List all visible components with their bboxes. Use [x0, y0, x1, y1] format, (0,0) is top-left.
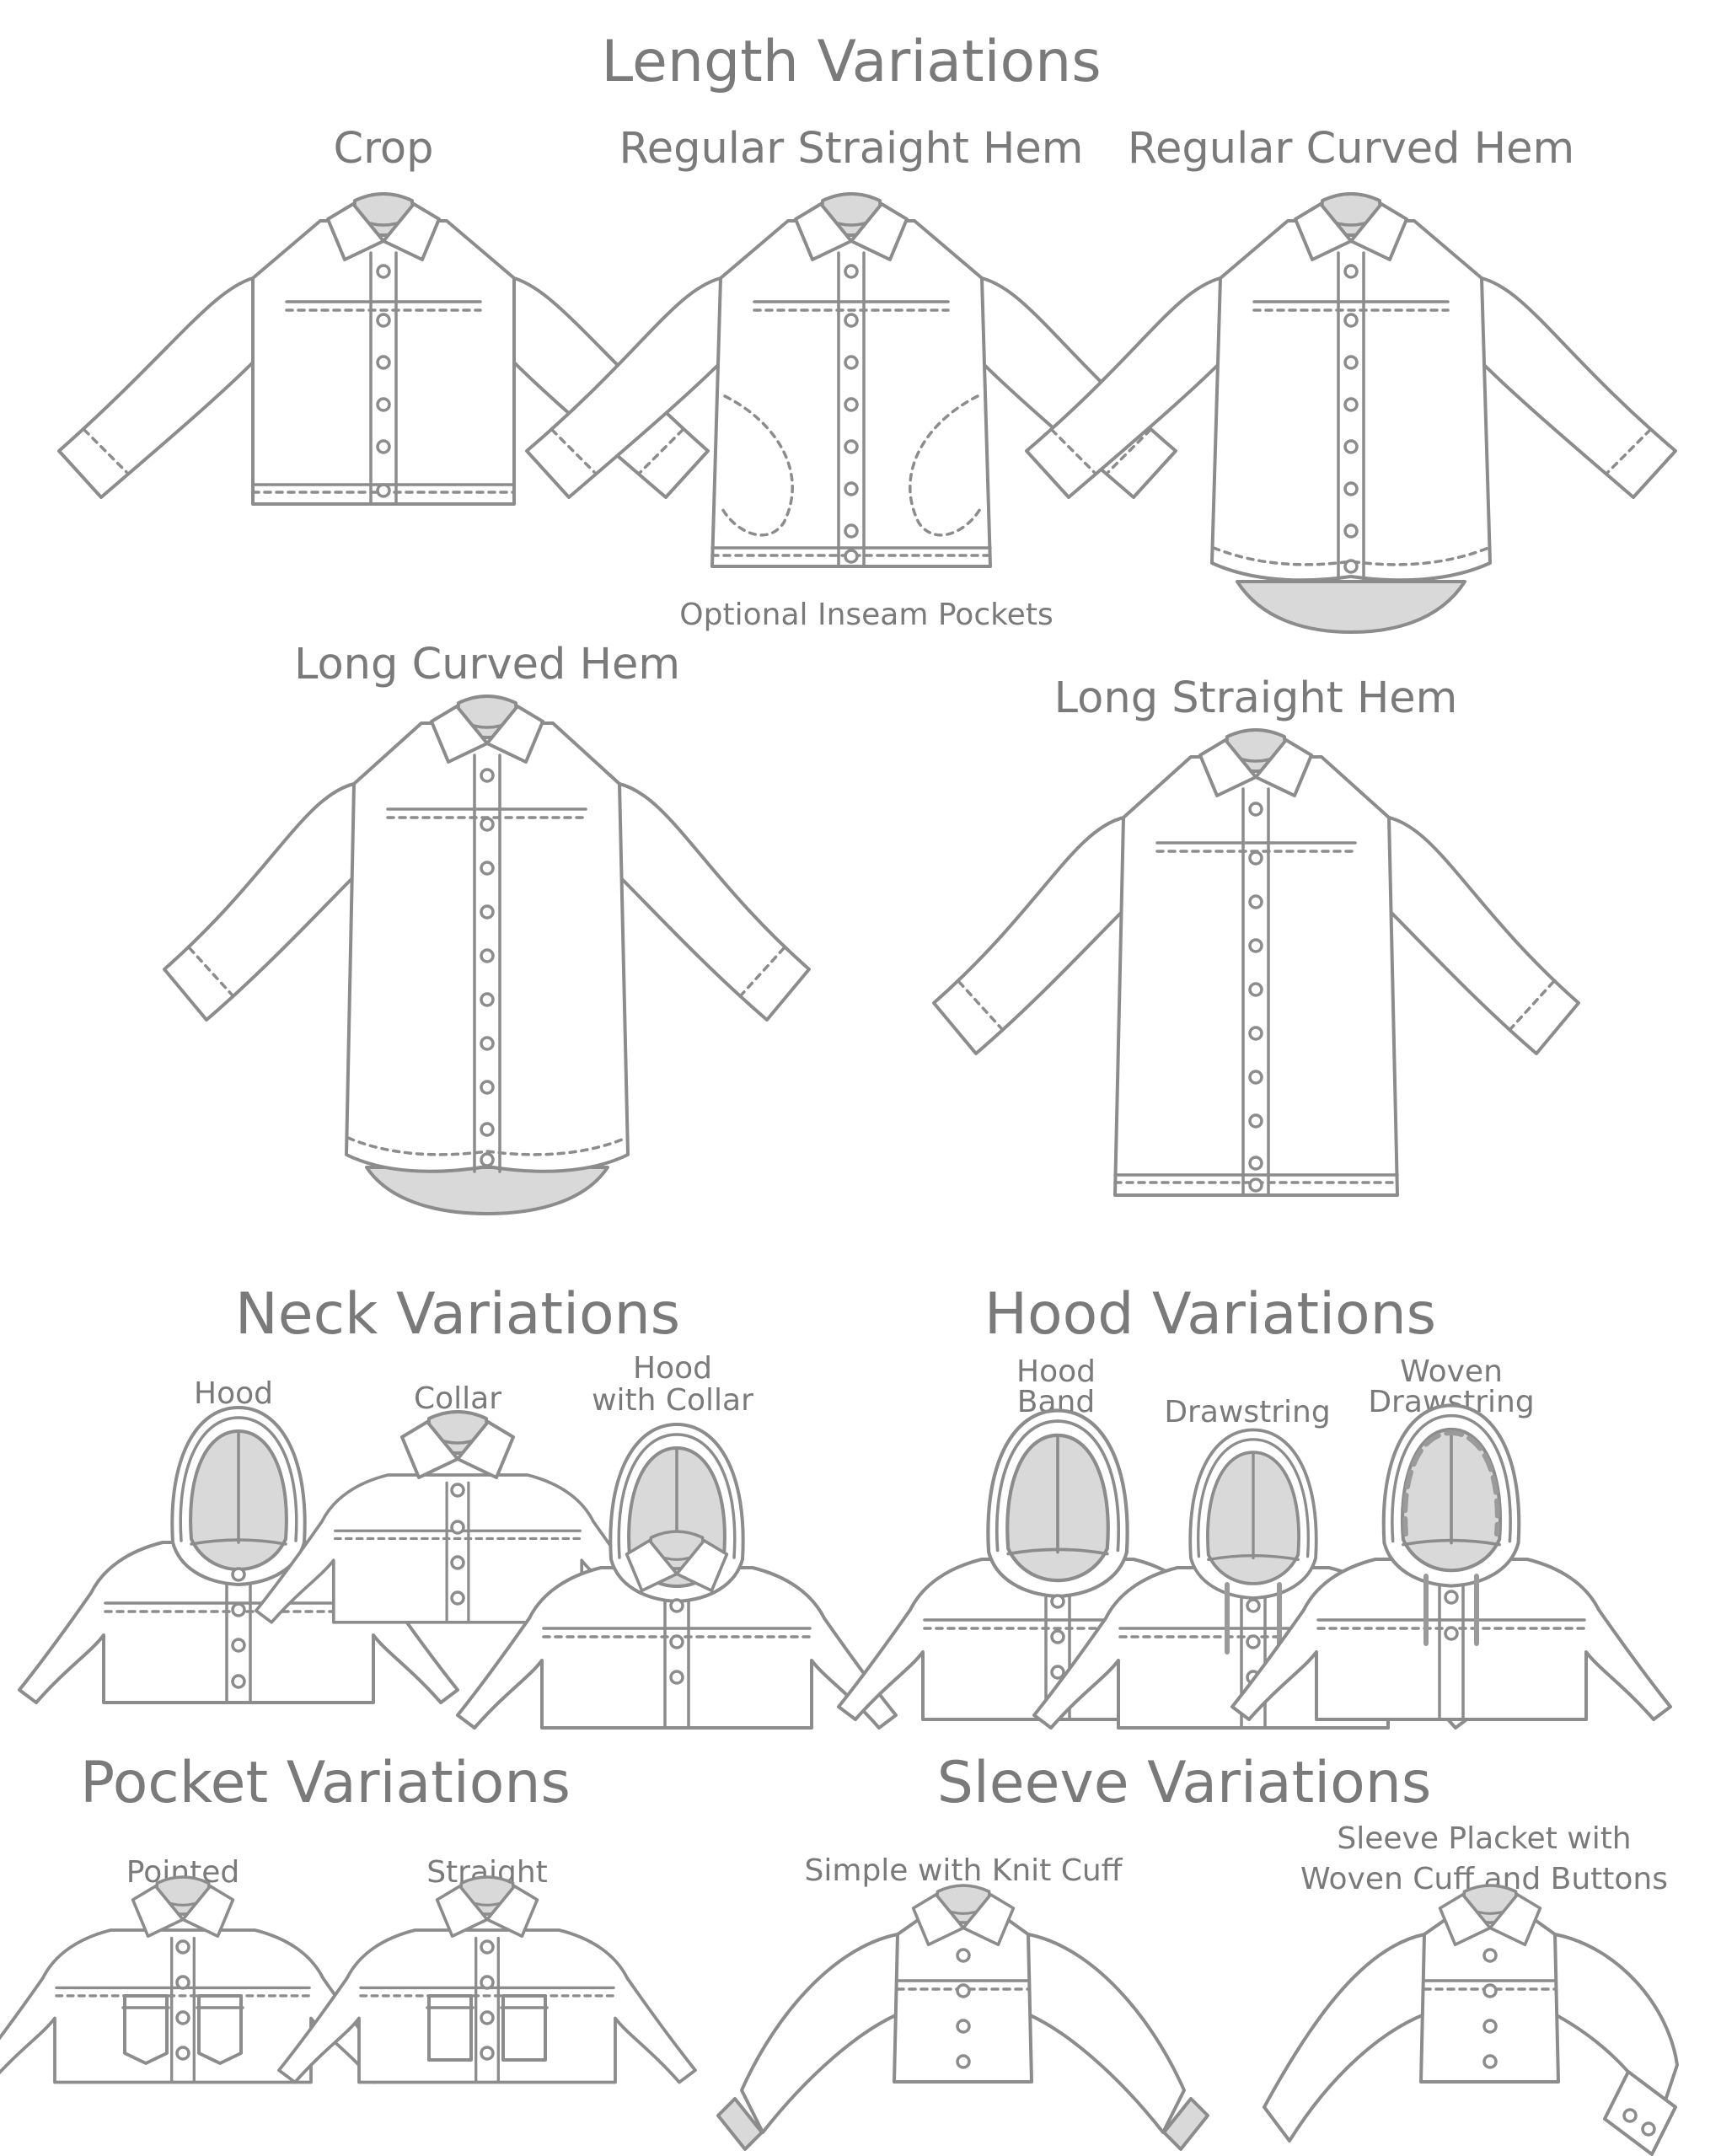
hood-drawstring-vignette — [1032, 1428, 1474, 1730]
regular-curved-hem-jacket — [1025, 192, 1677, 634]
sleeve-variations-title: Sleeve Variations — [936, 1750, 1432, 1816]
sleeve-placket-label-1: Sleeve Placket with — [1337, 1821, 1632, 1856]
regular-straight-hem-jacket — [525, 192, 1177, 568]
long-straight-hem-jacket — [932, 728, 1580, 1197]
hood-with-collar-label-1: Hood — [633, 1351, 712, 1386]
pointed-pocket-vignette — [0, 1875, 393, 2084]
straight-pocket-vignette — [277, 1875, 697, 2084]
knit-cuff-sleeve-vignette — [716, 1884, 1209, 2151]
long-curved-hem-label: Long Curved Hem — [293, 640, 681, 689]
hood-band-label-1: Hood — [1016, 1354, 1096, 1389]
woven-cuff-sleeve-vignette — [1263, 1884, 1679, 2156]
hood-woven-drawstring-vignette — [1230, 1405, 1672, 1721]
hood-variations-title: Hood Variations — [984, 1281, 1437, 1348]
neck-hood-label: Hood — [194, 1376, 273, 1411]
length-variations-title: Length Variations — [601, 29, 1102, 95]
hood-with-collar-label-2: with Collar — [592, 1383, 753, 1418]
knit-cuff-label: Simple with Knit Cuff — [804, 1853, 1123, 1888]
long-curved-hem-jacket — [163, 695, 811, 1215]
regular-curved-hem-label: Regular Curved Hem — [1127, 124, 1575, 174]
neck-variations-title: Neck Variations — [234, 1281, 681, 1348]
regular-straight-hem-label: Regular Straight Hem — [619, 124, 1084, 174]
woven-drawstring-label-1: Woven — [1400, 1354, 1503, 1389]
crop-label: Crop — [333, 124, 434, 174]
pocket-variations-title: Pocket Variations — [80, 1750, 571, 1816]
long-straight-hem-label: Long Straight Hem — [1054, 673, 1458, 723]
drawstring-label: Drawstring — [1164, 1395, 1331, 1429]
inseam-pockets-note: Optional Inseam Pockets — [679, 598, 1054, 632]
